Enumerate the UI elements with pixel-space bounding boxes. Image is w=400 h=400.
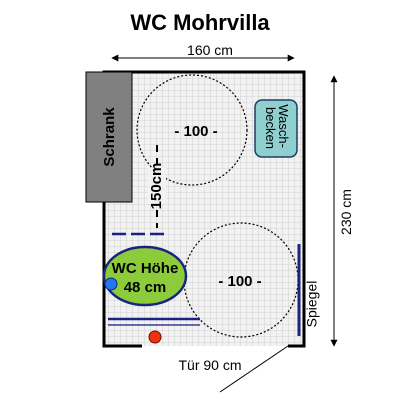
turning-circle-top xyxy=(136,74,248,186)
toilet-label-line1: WC Höhe xyxy=(112,260,179,277)
mirror-label: Spiegel xyxy=(304,281,320,328)
cabinet-label: Schrank xyxy=(101,107,118,167)
flush-button-blue xyxy=(104,277,118,291)
washbasin-label-line2: becken xyxy=(263,107,278,149)
washbasin-label-line1: Wasch- xyxy=(276,104,291,148)
height-label: 230 cm xyxy=(338,189,354,235)
plan-title: WC Mohrvilla xyxy=(130,10,270,35)
toilet-label-line2: 48 cm xyxy=(124,279,167,296)
circle-bottom-label: - 100 - xyxy=(218,273,261,290)
washbasin xyxy=(254,99,298,158)
red-marker xyxy=(148,330,162,344)
depth-marker-label: 150cm xyxy=(148,163,165,210)
door-label: Tür 90 cm xyxy=(178,357,241,373)
door-leaf xyxy=(219,345,289,393)
toilet xyxy=(102,245,188,307)
width-label: 160 cm xyxy=(187,42,233,58)
cabinet xyxy=(85,71,133,203)
circle-top-label: - 100 - xyxy=(174,123,217,140)
wall-outline xyxy=(102,70,306,348)
washbasin-label: Wasch- becken xyxy=(263,104,291,151)
